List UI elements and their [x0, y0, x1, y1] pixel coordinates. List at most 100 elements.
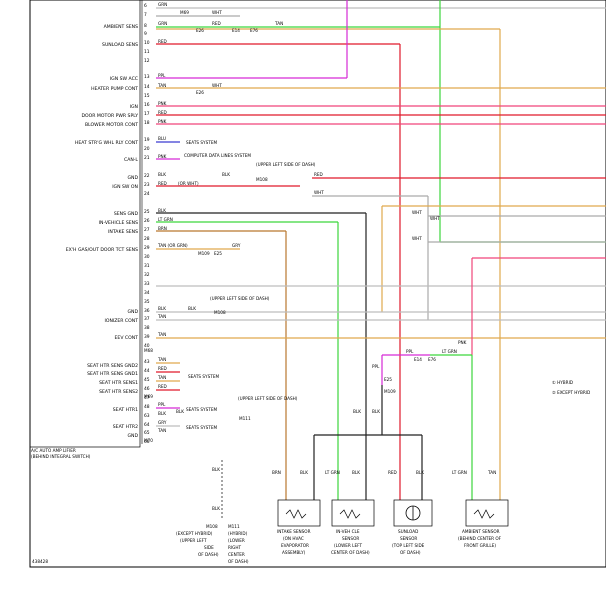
- svg-text:(TOP LEFT SIDE: (TOP LEFT SIDE: [392, 543, 425, 548]
- svg-text:M111: M111: [239, 416, 251, 421]
- svg-text:SEAT HTR SENS GND2: SEAT HTR SENS GND2: [87, 363, 138, 369]
- svg-text:RIGHT: RIGHT: [228, 545, 242, 550]
- svg-text:45: 45: [144, 377, 150, 383]
- svg-text:66: 66: [144, 439, 150, 445]
- frame: [29, 0, 606, 568]
- svg-text:WHT: WHT: [314, 190, 324, 195]
- left-labels: AMBIENT SENS SUNLOAD SENS IGN SW ACC HEA…: [66, 24, 139, 439]
- component-intake-sensor: INTAKE SENSOR (ON HVAC EVAPORATOR ASSEMB…: [277, 499, 321, 555]
- svg-text:TAN: TAN: [487, 470, 496, 475]
- svg-text:PPL: PPL: [372, 364, 380, 369]
- svg-text:BLK: BLK: [212, 506, 220, 511]
- svg-text:IGN SW ACC: IGN SW ACC: [110, 76, 138, 82]
- svg-text:36: 36: [144, 308, 150, 314]
- svg-text:E14: E14: [232, 28, 240, 33]
- svg-text:AMBIENT SENS: AMBIENT SENS: [104, 24, 138, 30]
- svg-text:E25: E25: [384, 377, 392, 382]
- svg-text:LT GRN: LT GRN: [158, 217, 173, 222]
- svg-text:BLK: BLK: [300, 470, 308, 475]
- svg-text:SEAT HTR SENS1: SEAT HTR SENS1: [99, 380, 138, 386]
- svg-text:16: 16: [144, 102, 150, 108]
- svg-text:BLOWER MOTOR CONT: BLOWER MOTOR CONT: [85, 122, 138, 128]
- svg-text:47: 47: [144, 395, 150, 401]
- svg-text:E25: E25: [214, 251, 222, 256]
- svg-text:23: 23: [144, 182, 150, 188]
- svg-text:GND: GND: [127, 309, 138, 315]
- svg-text:OF DASH): OF DASH): [198, 552, 219, 557]
- svg-text:M109: M109: [198, 251, 210, 256]
- svg-text:PNK: PNK: [158, 154, 167, 159]
- svg-text:TAN: TAN: [157, 357, 166, 362]
- notes: SEATS SYSTEM COMPUTER DATA LINES SYSTEM …: [184, 140, 316, 430]
- svg-text:30: 30: [144, 254, 150, 260]
- ground-symbol: M108 M111 (EXCEPT HYBRID) (UPPER LEFT SI…: [176, 460, 249, 564]
- svg-text:7: 7: [144, 12, 147, 18]
- svg-text:11: 11: [144, 49, 150, 55]
- svg-text:GRN: GRN: [158, 21, 167, 26]
- svg-text:PPL: PPL: [406, 349, 414, 354]
- svg-text:BLK: BLK: [158, 306, 166, 311]
- svg-text:HEATER PUMP CONT: HEATER PUMP CONT: [91, 86, 138, 92]
- svg-text:IGN SW ON: IGN SW ON: [112, 184, 138, 190]
- svg-text:43: 43: [144, 359, 150, 365]
- svg-text:DOOR MOTOR PWR SPLY: DOOR MOTOR PWR SPLY: [82, 113, 139, 119]
- svg-text:18: 18: [144, 120, 150, 126]
- svg-text:SEAT HTR SENS2: SEAT HTR SENS2: [99, 389, 138, 395]
- svg-text:OF DASH): OF DASH): [400, 550, 421, 555]
- svg-text:RED: RED: [388, 470, 397, 475]
- svg-text:SUNLOAD: SUNLOAD: [398, 529, 418, 534]
- svg-text:28: 28: [144, 236, 150, 242]
- svg-text:PNK: PNK: [158, 119, 167, 124]
- svg-text:(EXCEPT HYBRID): (EXCEPT HYBRID): [176, 531, 213, 536]
- pin-numbers: 6 7 8 9 10 11 12 13 14 15 16 17 18 19 20…: [144, 3, 150, 445]
- svg-text:CENTER: CENTER: [228, 552, 245, 557]
- legend: ① HYBRID ② EXCEPT HYBRID: [552, 380, 590, 395]
- wires: [156, 0, 606, 500]
- svg-text:TAN: TAN: [157, 428, 166, 433]
- svg-text:INTAKE SENSOR: INTAKE SENSOR: [277, 529, 311, 534]
- svg-text:TAN: TAN: [157, 314, 166, 319]
- svg-text:M108: M108: [214, 310, 226, 315]
- svg-text:② EXCEPT HYBRID: ② EXCEPT HYBRID: [552, 390, 590, 395]
- svg-text:M109: M109: [384, 389, 396, 394]
- svg-text:SEAT HTR SENS GND1: SEAT HTR SENS GND1: [87, 371, 138, 377]
- svg-text:SEATS SYSTEM: SEATS SYSTEM: [186, 140, 217, 145]
- svg-text:CAN-L: CAN-L: [124, 157, 138, 163]
- svg-text:TAN (OR GRN): TAN (OR GRN): [157, 243, 188, 248]
- svg-text:37: 37: [144, 316, 150, 322]
- component-sunload-sensor: SUNLOAD SENSOR (TOP LEFT SIDE OF DASH): [392, 499, 433, 555]
- svg-text:LT GRN: LT GRN: [452, 470, 467, 475]
- svg-text:TAN: TAN: [157, 332, 166, 337]
- svg-text:SIDE: SIDE: [204, 545, 214, 550]
- svg-text:17: 17: [144, 111, 150, 117]
- svg-text:RED: RED: [212, 21, 221, 26]
- svg-text:(ON HVAC: (ON HVAC: [283, 536, 304, 541]
- svg-text:PPL: PPL: [158, 73, 166, 78]
- svg-text:GND: GND: [127, 175, 138, 181]
- svg-text:EVAPORATOR: EVAPORATOR: [281, 543, 309, 548]
- svg-text:29: 29: [144, 245, 150, 251]
- svg-text:(OR WHT): (OR WHT): [178, 181, 199, 186]
- svg-text:TAN: TAN: [157, 375, 166, 380]
- svg-text:(HYBRID): (HYBRID): [228, 531, 248, 536]
- svg-text:EEV CONT: EEV CONT: [115, 335, 139, 341]
- svg-text:M70: M70: [144, 438, 153, 443]
- svg-text:WHT: WHT: [430, 216, 440, 221]
- svg-text:34: 34: [144, 290, 150, 296]
- svg-text:M68: M68: [144, 348, 153, 353]
- svg-text:63: 63: [144, 413, 150, 419]
- svg-text:RED: RED: [158, 181, 167, 186]
- svg-text:AMBIENT SENSOR: AMBIENT SENSOR: [462, 529, 500, 534]
- svg-text:INTAKE SENS: INTAKE SENS: [108, 229, 138, 235]
- svg-text:64: 64: [144, 422, 150, 428]
- svg-text:14: 14: [144, 84, 150, 90]
- module-title-1: A/C AUTO AMP LIFIER: [31, 448, 76, 453]
- svg-text:BLK: BLK: [158, 411, 166, 416]
- svg-text:CENTER OF DASH): CENTER OF DASH): [331, 550, 370, 555]
- svg-text:(UPPER LEFT SIDE OF DASH): (UPPER LEFT SIDE OF DASH): [210, 296, 270, 301]
- svg-text:GRN: GRN: [158, 2, 167, 7]
- svg-text:GRY: GRY: [232, 243, 241, 248]
- svg-text:20: 20: [144, 146, 150, 152]
- svg-text:SUNLOAD SENS: SUNLOAD SENS: [102, 42, 138, 48]
- svg-text:IN-VEH CLE: IN-VEH CLE: [336, 529, 360, 534]
